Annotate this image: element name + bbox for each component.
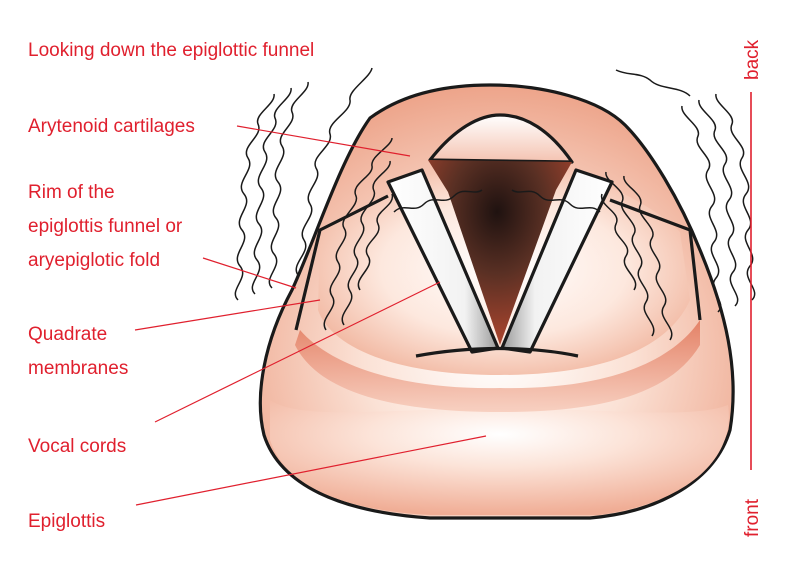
epiglottis-label: Epiglottis bbox=[28, 511, 105, 532]
vibration-lines-left bbox=[234, 67, 483, 331]
orientation-axis: back front bbox=[742, 39, 763, 537]
leader-lines bbox=[134, 125, 487, 506]
orientation-front-label: front bbox=[742, 498, 763, 537]
leader-quadrate bbox=[134, 299, 321, 331]
rim-label-line3: aryepiglotic fold bbox=[28, 250, 160, 271]
epiglottis-front-lobe bbox=[270, 400, 729, 515]
arytenoid-cap bbox=[428, 113, 574, 164]
quadrate-label-line1: Quadrate bbox=[28, 324, 107, 345]
rim-right-line bbox=[609, 198, 702, 321]
orientation-back-label: back bbox=[742, 39, 763, 80]
arytenoid-label: Arytenoid cartilages bbox=[28, 116, 195, 137]
leader-vocal-cords bbox=[154, 281, 441, 423]
rim-label-line1: Rim of the bbox=[28, 182, 115, 203]
vocal-cords-label: Vocal cords bbox=[28, 436, 126, 457]
heading-label: Looking down the epiglottic funnel bbox=[28, 40, 314, 61]
quadrate-label-line2: membranes bbox=[28, 358, 128, 379]
leader-rim bbox=[202, 257, 297, 289]
glottis-cavity bbox=[428, 160, 572, 345]
rim-band bbox=[295, 320, 700, 412]
rim-left-line bbox=[294, 194, 389, 331]
anterior-commissure bbox=[415, 346, 579, 358]
leader-epiglottis bbox=[135, 435, 487, 506]
leader-arytenoid bbox=[236, 125, 411, 157]
vibration-lines-right bbox=[511, 69, 756, 341]
rim-label-line2: epiglottis funnel or bbox=[28, 216, 183, 237]
